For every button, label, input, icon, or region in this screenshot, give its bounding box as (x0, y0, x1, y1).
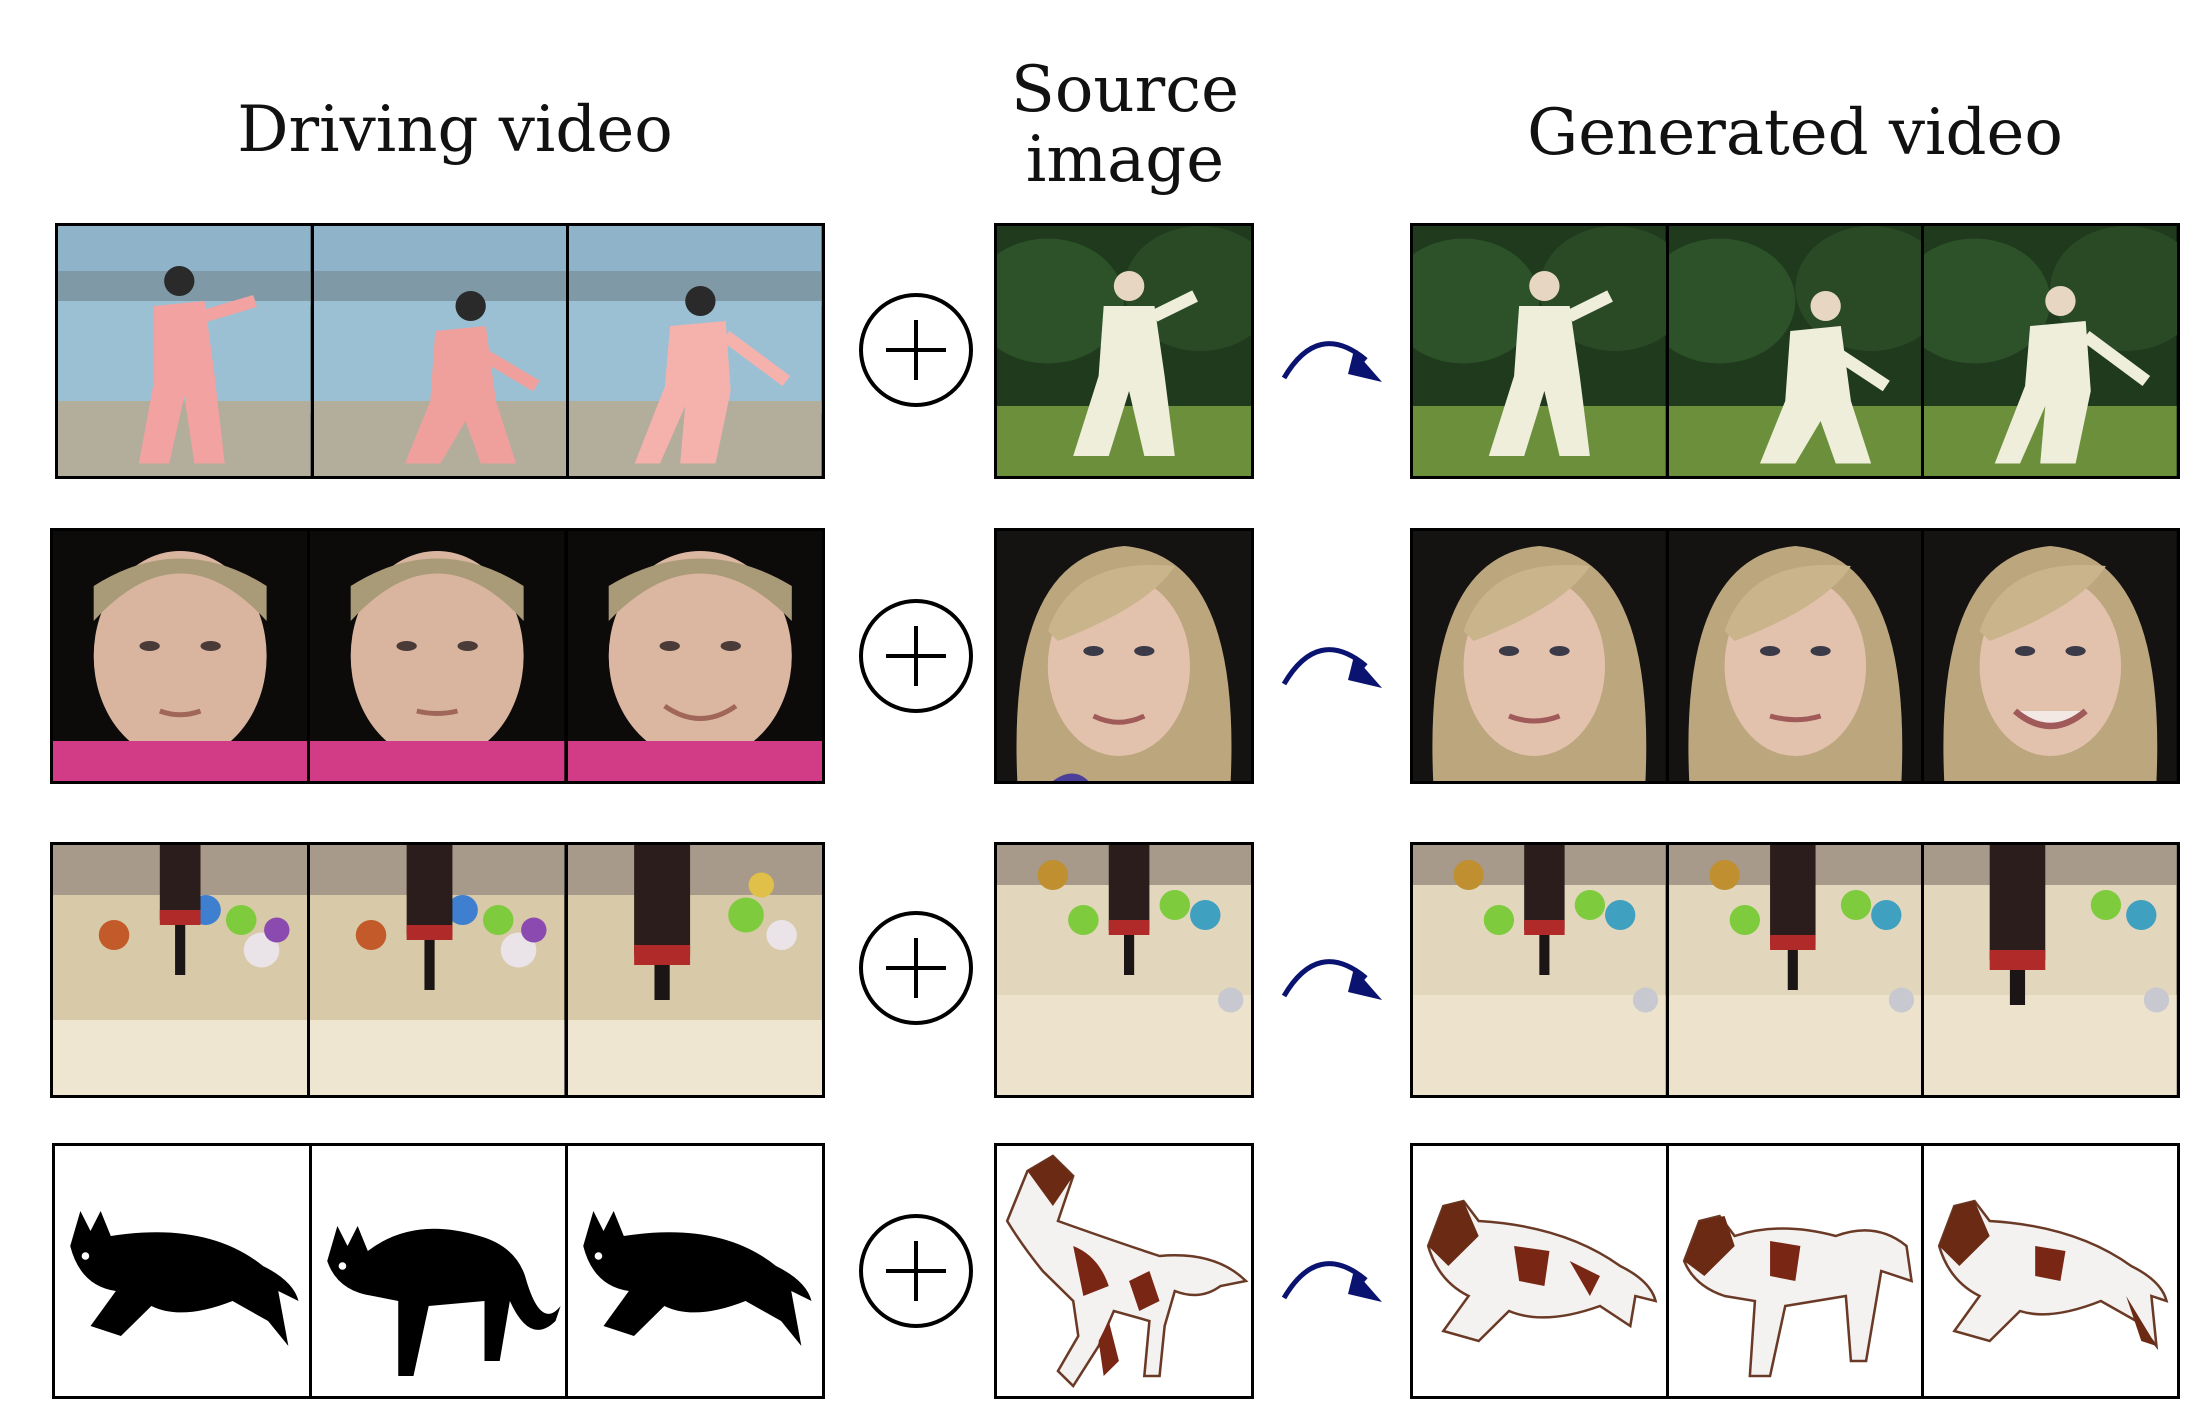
generated-video-row-4 (1410, 1143, 2180, 1399)
driving-frame (566, 226, 823, 476)
plus-circle-icon (859, 1214, 973, 1328)
generated-frame (1413, 226, 1666, 476)
generated-video-row-2 (1410, 528, 2180, 784)
generated-frame (1665, 845, 1922, 1095)
driving-frame (53, 845, 308, 1095)
generated-frame (1921, 226, 2178, 476)
generated-frame (1413, 845, 1666, 1095)
generated-video-row-3 (1410, 842, 2180, 1098)
plus-circle-icon (859, 911, 973, 1025)
curved-arrow-icon (1281, 959, 1382, 1000)
driving-frame (307, 531, 565, 781)
driving-frame (310, 226, 567, 476)
driving-frame (564, 531, 822, 781)
source-header-line2: image (1025, 123, 1225, 197)
source-image-header: Source image (980, 55, 1270, 195)
generated-frame (1413, 1146, 1666, 1396)
generated-frame (1921, 531, 2178, 781)
driving-frame (308, 1146, 566, 1396)
generated-frame (1413, 531, 1666, 781)
generated-frame (1665, 1146, 1922, 1396)
source-image-row-2 (994, 528, 1254, 784)
generated-video-header: Generated video (1527, 96, 2063, 170)
generated-frame (1665, 226, 1922, 476)
driving-video-row-4 (52, 1143, 825, 1399)
curved-arrow-icon (1281, 341, 1382, 382)
driving-frame (565, 1146, 823, 1396)
generated-frame (1665, 531, 1922, 781)
source-header-line1: Source (1011, 53, 1239, 127)
driving-frame (564, 845, 822, 1095)
source-image-row-3 (994, 842, 1254, 1098)
generated-video-row-1 (1410, 223, 2180, 479)
driving-frame (58, 226, 311, 476)
driving-video-row-3 (50, 842, 825, 1098)
source-image-row-1 (994, 223, 1254, 479)
generated-frame (1921, 1146, 2178, 1396)
plus-circle-icon (859, 293, 973, 407)
driving-frame (55, 1146, 309, 1396)
driving-frame (307, 845, 565, 1095)
plus-circle-icon (859, 599, 973, 713)
driving-video-row-1 (55, 223, 825, 479)
source-image-row-4 (994, 1143, 1254, 1399)
curved-arrow-icon (1281, 647, 1382, 688)
driving-video-row-2 (50, 528, 825, 784)
driving-frame (53, 531, 308, 781)
curved-arrow-icon (1281, 1261, 1382, 1302)
generated-frame (1921, 845, 2178, 1095)
driving-video-header: Driving video (237, 93, 673, 167)
